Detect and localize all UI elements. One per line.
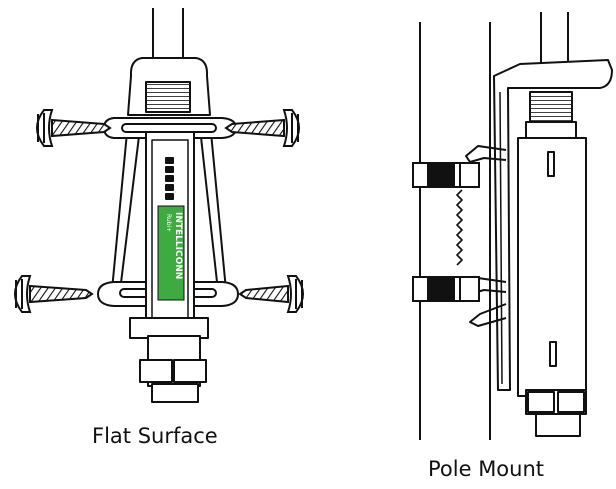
pole-mount-illustration [419, 12, 613, 440]
brand-label-text: INTELLICONN [173, 212, 183, 279]
caption-flat-surface: Flat Surface [92, 424, 218, 448]
flat-surface-illustration [97, 8, 239, 403]
brand-label-panel [157, 205, 185, 301]
pole-clamp-upper [412, 162, 480, 188]
pole-clamp-lower [412, 276, 480, 302]
screw-bottom-right [238, 275, 304, 313]
screw-bottom-left [14, 275, 94, 313]
brand-sub-text: Rubi+ [165, 214, 172, 232]
caption-pole-mount: Pole Mount [428, 457, 545, 481]
screw-top-left [36, 109, 112, 147]
screw-top-right [224, 109, 300, 147]
